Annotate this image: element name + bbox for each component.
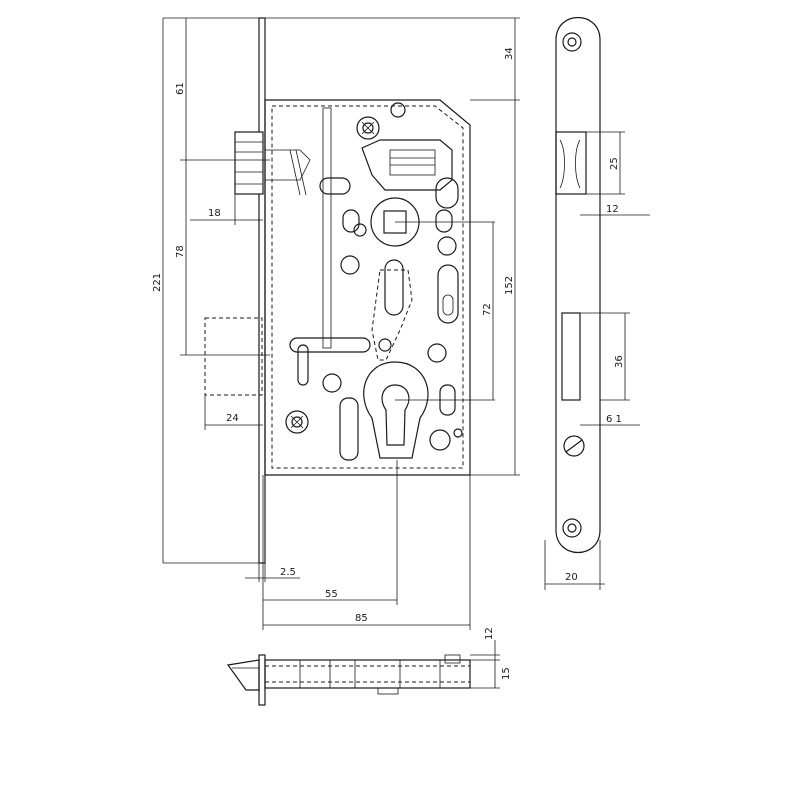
forend-plate-side [555,17,601,553]
dimensions-front [162,18,520,630]
rivets [322,102,463,451]
cylinder-screw [563,435,585,457]
lock-case [264,99,471,476]
dim-78: 78 [175,245,186,258]
dim-2-5: 2.5 [280,567,296,578]
dim-6-1: 6 1 [606,414,622,425]
bottom-view: 12 15 [226,627,512,706]
dim-34: 34 [504,47,515,60]
forend-side-view: 25 12 36 6 1 20 [544,17,650,590]
dim-24: 24 [226,413,239,424]
dim-12-right: 12 [606,204,619,215]
dim-25: 25 [609,157,620,170]
latch-bolt [234,131,311,196]
dead-bolt [204,317,263,396]
dim-61: 61 [175,82,186,95]
dim-20: 20 [565,572,578,583]
dim-12-bottom: 12 [484,627,495,640]
dim-152: 152 [504,276,515,295]
cylinder-hole [339,361,456,461]
dim-55: 55 [325,589,338,600]
dim-85: 85 [355,613,368,624]
dim-18: 18 [208,208,221,219]
dim-72: 72 [482,303,493,316]
front-view: 34 61 221 78 18 24 72 152 2.5 55 85 [152,17,520,630]
screw-top [356,116,380,140]
forend-plate [258,17,266,564]
dim-36: 36 [614,355,625,368]
dim-221: 221 [152,273,163,292]
screw-bottom [285,410,309,434]
dim-15: 15 [501,667,512,680]
